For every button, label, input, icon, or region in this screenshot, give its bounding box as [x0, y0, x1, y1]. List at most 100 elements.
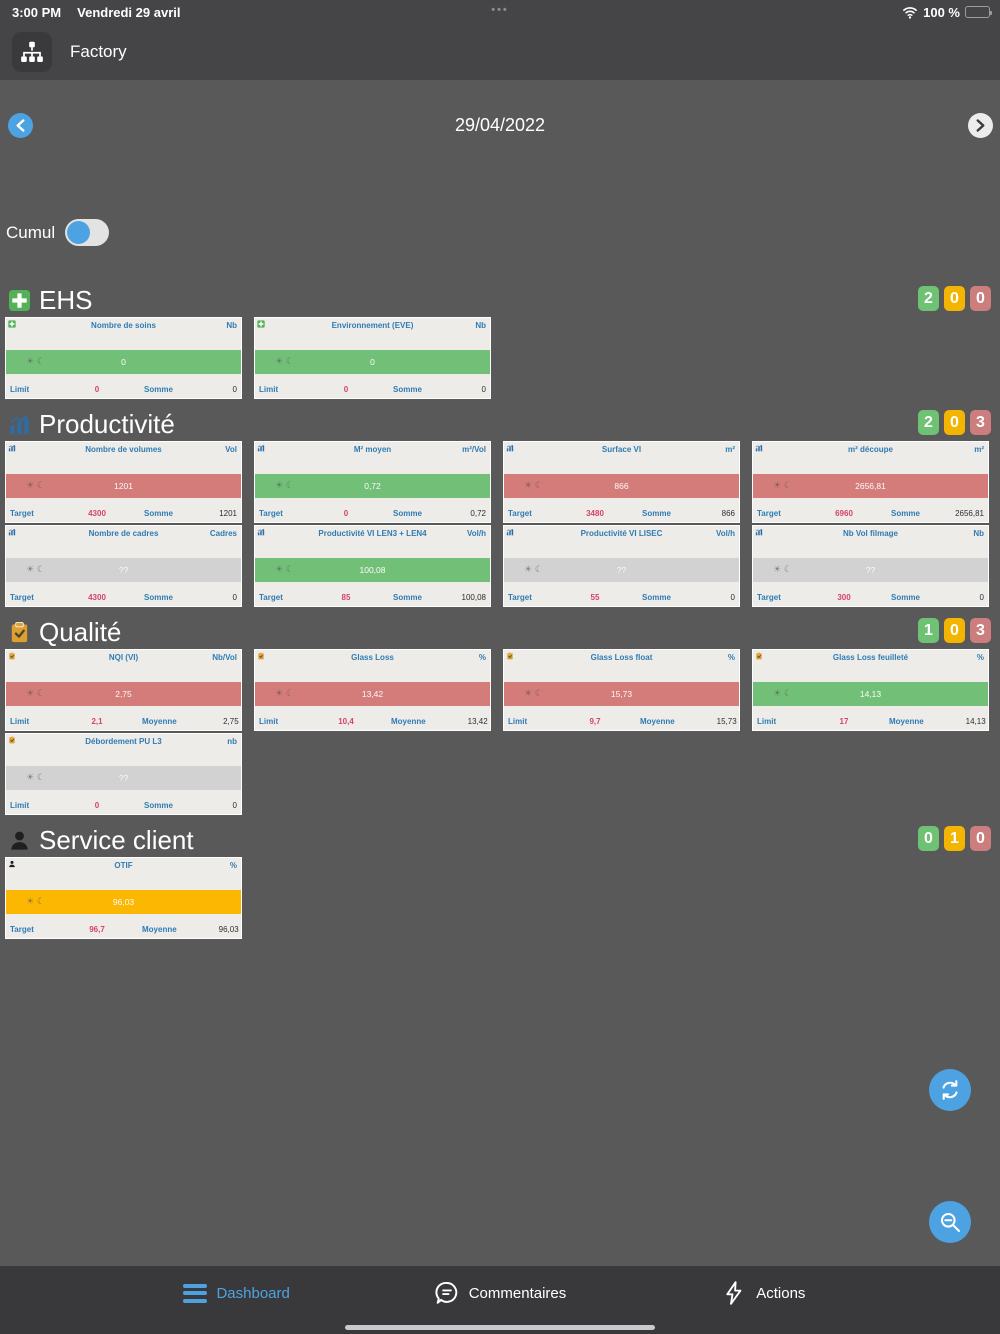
- tab-dashboard-label: Dashboard: [216, 1284, 290, 1302]
- clipboard-icon: [8, 736, 16, 744]
- aggregate-value: 0: [232, 385, 237, 394]
- chevron-right-icon: [975, 119, 986, 132]
- threshold-label: Target: [757, 509, 781, 518]
- threshold-label: Limit: [757, 717, 777, 726]
- kpi-unit: m²/Vol: [462, 445, 486, 454]
- factory-node-button[interactable]: [12, 32, 52, 72]
- kpi-title: Nombre de soins: [91, 321, 156, 330]
- kpi-value-bar: ☀ ☾ 100,08: [255, 558, 490, 582]
- clipboard-icon: [755, 652, 763, 660]
- threshold-label: Target: [10, 925, 34, 934]
- bar-chart-icon: [8, 528, 16, 536]
- threshold-value: 0: [343, 509, 349, 518]
- kpi-value-bar: ☀ ☾ 14,13: [753, 682, 988, 706]
- previous-day-button[interactable]: [8, 113, 33, 138]
- battery-percent: 100 %: [923, 4, 960, 20]
- kpi-value: 15,73: [610, 689, 633, 699]
- kpi-value: 1201: [114, 481, 133, 491]
- red-count-badge: 0: [970, 826, 991, 851]
- battery-icon: [965, 6, 992, 18]
- kpi-card[interactable]: NQI (VI) Nb/Vol ☀ ☾ 2,75 Limit 2,1 Moyen…: [5, 649, 242, 731]
- home-indicator[interactable]: [345, 1325, 655, 1330]
- cards-row: OTIF % ☀ ☾ 96,03 Target 96,7 Moyenne 96,…: [0, 857, 1000, 939]
- threshold-label: Limit: [10, 801, 30, 810]
- threshold-value: 17: [839, 717, 849, 726]
- zoom-out-button[interactable]: [929, 1201, 971, 1243]
- threshold-value: 0: [94, 801, 100, 810]
- section-title: Productivité: [39, 408, 175, 439]
- kpi-value: 96,03: [112, 897, 135, 907]
- kpi-value: 0,72: [364, 481, 381, 491]
- kpi-card[interactable]: Nombre de volumes Vol ☀ ☾ 1201 Target 43…: [5, 441, 242, 523]
- cards-row: Nombre de soins Nb ☀ ☾ 0 Limit 0 Somme 0…: [0, 317, 1000, 399]
- aggregate-label: Somme: [642, 593, 671, 602]
- kpi-card[interactable]: Productivité VI LISEC Vol/h ☀ ☾ ?? Targe…: [503, 525, 740, 607]
- multitask-dots-icon: •••: [491, 4, 509, 16]
- kpi-card[interactable]: Environnement (EVE) Nb ☀ ☾ 0 Limit 0 Som…: [254, 317, 491, 399]
- aggregate-value: 13,42: [467, 717, 488, 726]
- dashboard-lines-icon: [183, 1283, 208, 1303]
- section-header: Service client 0 1 0: [0, 823, 1000, 857]
- kpi-card[interactable]: M² moyen m²/Vol ☀ ☾ 0,72 Target 0 Somme …: [254, 441, 491, 523]
- aggregate-value: 0: [481, 385, 486, 394]
- green-count-badge: 2: [918, 286, 939, 311]
- yellow-count-badge: 0: [944, 618, 965, 643]
- kpi-value: ??: [616, 565, 627, 575]
- top-chrome: 3:00 PM Vendredi 29 avril ••• 100 % Fact…: [0, 0, 1000, 80]
- kpi-card[interactable]: Nombre de cadres Cadres ☀ ☾ ?? Target 43…: [5, 525, 242, 607]
- kpi-value: 2656,81: [855, 481, 886, 491]
- status-badges: 1 0 3: [918, 618, 991, 643]
- kpi-card[interactable]: Glass Loss % ☀ ☾ 13,42 Limit 10,4 Moyenn…: [254, 649, 491, 731]
- threshold-value: 300: [837, 593, 851, 602]
- threshold-value: 96,7: [89, 925, 105, 934]
- kpi-value-bar: ☀ ☾ 15,73: [504, 682, 739, 706]
- aggregate-label: Somme: [393, 509, 422, 518]
- status-badges: 2 0 3: [918, 410, 991, 435]
- day-night-shift-icons: ☀ ☾: [26, 773, 45, 783]
- tab-commentaires[interactable]: Commentaires: [368, 1266, 631, 1334]
- kpi-card[interactable]: OTIF % ☀ ☾ 96,03 Target 96,7 Moyenne 96,…: [5, 857, 242, 939]
- tab-commentaires-label: Commentaires: [468, 1284, 567, 1302]
- day-night-shift-icons: ☀ ☾: [524, 565, 543, 575]
- kpi-value-bar: ☀ ☾ 0: [6, 350, 241, 374]
- kpi-card[interactable]: Glass Loss feuilleté % ☀ ☾ 14,13 Limit 1…: [752, 649, 989, 731]
- threshold-label: Limit: [259, 717, 279, 726]
- kpi-value: 2,75: [115, 689, 132, 699]
- day-night-shift-icons: ☀ ☾: [26, 897, 45, 907]
- kpi-unit: Cadres: [209, 529, 237, 538]
- kpi-card[interactable]: Productivité VI LEN3 + LEN4 Vol/h ☀ ☾ 10…: [254, 525, 491, 607]
- kpi-title: m² découpe: [848, 445, 893, 454]
- green-count-badge: 0: [918, 826, 939, 851]
- cumul-label: Cumul: [6, 222, 56, 242]
- threshold-label: Target: [259, 509, 283, 518]
- cards-row: Nombre de volumes Vol ☀ ☾ 1201 Target 43…: [0, 441, 1000, 607]
- kpi-card[interactable]: m² découpe m² ☀ ☾ 2656,81 Target 6960 So…: [752, 441, 989, 523]
- tab-dashboard[interactable]: Dashboard: [105, 1266, 368, 1334]
- aggregate-value: 0: [232, 593, 237, 602]
- kpi-card[interactable]: Glass Loss float % ☀ ☾ 15,73 Limit 9,7 M…: [503, 649, 740, 731]
- aggregate-value: 2656,81: [955, 509, 984, 518]
- kpi-card[interactable]: Nombre de soins Nb ☀ ☾ 0 Limit 0 Somme 0: [5, 317, 242, 399]
- kpi-value-bar: ☀ ☾ 2656,81: [753, 474, 988, 498]
- kpi-title: Nombre de cadres: [88, 529, 159, 538]
- cumul-toggle[interactable]: [65, 219, 110, 246]
- aggregate-value: 96,03: [218, 925, 239, 934]
- refresh-button[interactable]: [929, 1069, 971, 1111]
- kpi-card[interactable]: Nb Vol filmage Nb ☀ ☾ ?? Target 300 Somm…: [752, 525, 989, 607]
- kpi-unit: m²: [725, 445, 735, 454]
- kpi-card[interactable]: Surface VI m² ☀ ☾ 866 Target 3480 Somme …: [503, 441, 740, 523]
- kpi-unit: Nb: [973, 529, 984, 538]
- kpi-card[interactable]: Débordement PU L3 nb ☀ ☾ ?? Limit 0 Somm…: [5, 733, 242, 815]
- threshold-value: 4300: [88, 593, 106, 602]
- aggregate-label: Moyenne: [142, 717, 177, 726]
- kpi-value: ??: [118, 773, 129, 783]
- tab-actions[interactable]: Actions: [632, 1266, 895, 1334]
- kpi-title: Productivité VI LEN3 + LEN4: [318, 529, 427, 538]
- red-count-badge: 3: [970, 618, 991, 643]
- kpi-unit: Vol: [225, 445, 237, 454]
- threshold-label: Limit: [259, 385, 279, 394]
- next-day-button[interactable]: [968, 113, 993, 138]
- bar-chart-icon: [8, 444, 16, 452]
- kpi-unit: nb: [227, 737, 237, 746]
- kpi-unit: Nb: [226, 321, 237, 330]
